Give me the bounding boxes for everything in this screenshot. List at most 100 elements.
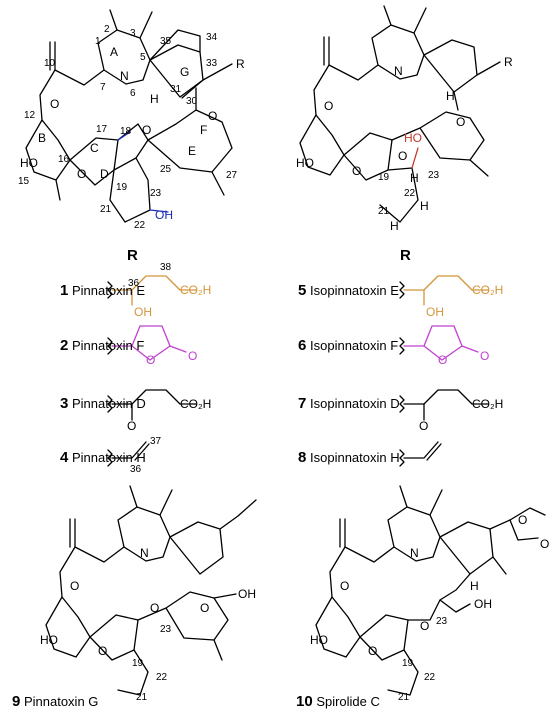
ring-B-label: B [38,131,46,145]
atom-number-3: 3 [130,28,136,39]
R-group-6 [399,325,479,361]
ring-E-label: E [188,144,196,158]
atom-number-22: 22 [156,672,168,683]
compound-7-number: 7 [298,395,306,412]
atom-number-22: 22 [134,220,146,231]
compound-3-name: Pinnatoxin D [72,396,146,411]
ring-F-label: F [200,123,207,137]
atom-number-35: 35 [160,36,172,47]
atom-HO: HO [20,156,38,170]
R-header-left: R [127,247,138,264]
atom-O: O [127,419,136,433]
atom-number-27: 27 [226,170,238,181]
atom-N: N [410,546,419,560]
R-group-label: R [504,55,513,69]
ring-D-label: D [100,167,109,181]
atom-number-25: 25 [160,164,172,175]
atom-O: O [398,149,407,163]
atom-N: N [120,69,129,83]
compound-2-number: 2 [60,337,68,354]
atom-HO: HO [40,633,58,647]
atom-number-23: 23 [160,624,172,635]
atom-number-19: 19 [402,658,414,669]
pinnatoxin-core-structure [25,9,233,223]
atom-number-23: 23 [436,616,448,627]
atom-number-36: 36 [130,464,142,475]
spirolide-C-structure [315,485,546,696]
atom-number-23: 23 [150,188,162,199]
R-group-4 [107,441,150,467]
R-group-label: R [236,57,245,71]
compound-2-name: Pinnatoxin F [72,338,144,353]
atom-O: O [352,164,361,178]
atom-OH: OH [474,597,492,611]
R-group-3 [107,389,197,421]
pinnatoxin-G-structure [45,485,257,696]
atom-O: O [188,349,197,363]
compound-1-name: Pinnatoxin E [72,283,145,298]
atom-O: O [456,115,465,129]
atom-OH: OH [155,208,173,222]
atom-number-21: 21 [100,204,112,215]
atom-number-30: 30 [186,96,198,107]
atom-number-10: 10 [44,58,56,69]
atom-O: O [146,353,155,367]
atom-number-21: 21 [398,692,410,703]
atom-HO: HO [310,633,328,647]
atom-number-5: 5 [140,52,146,63]
R-header-right: R [400,247,411,264]
ring-A-label: A [110,45,118,59]
atom-CO2H: CO₂H [472,397,503,411]
atom-number-19: 19 [378,172,390,183]
atom-OH: OH [134,305,152,319]
atom-number-33: 33 [206,58,218,69]
atom-CO2H: CO₂H [180,397,211,411]
atom-number-21: 21 [378,206,390,217]
atom-number-6: 6 [130,88,136,99]
atom-number-2: 2 [104,24,110,35]
atom-number-34: 34 [206,32,218,43]
atom-H: H [420,199,429,213]
compound-6-number: 6 [298,337,306,354]
atom-number-17: 17 [96,124,108,135]
atom-number-31: 31 [170,84,182,95]
atom-O: O [368,644,377,658]
atom-O: O [324,99,333,113]
compound-9-label: 9 Pinnatoxin G [12,693,98,709]
atom-N: N [140,546,149,560]
compound-7-name: Isopinnatoxin D [310,396,400,411]
isopinnatoxin-core-structure [299,5,501,223]
compound-8-name: Isopinnatoxin H [310,450,400,465]
atom-O: O [540,537,549,551]
atom-number-1: 1 [95,36,101,47]
atom-OH: OH [238,587,256,601]
atom-O: O [77,167,86,181]
atom-O: O [419,419,428,433]
atom-number-21: 21 [136,692,148,703]
R-group-2 [107,325,187,361]
atom-O: O [208,109,217,123]
atom-number-19: 19 [116,182,128,193]
compound-1-number: 1 [60,282,68,299]
atom-number-36: 36 [128,278,140,289]
atom-number-37: 37 [150,436,162,447]
atom-number-12: 12 [24,110,36,121]
atom-O: O [150,601,159,615]
atom-H: H [390,219,399,233]
atom-O: O [480,349,489,363]
atom-number-19: 19 [132,658,144,669]
compound-5-number: 5 [298,282,306,299]
atom-H: H [410,171,419,185]
atom-number-18: 18 [120,126,132,137]
ring-G-label: G [180,65,189,79]
atom-O: O [200,601,209,615]
atom-O: O [438,353,447,367]
atom-O: O [70,579,79,593]
compound-6-name: Isopinnatoxin F [310,338,398,353]
atom-O: O [50,97,59,111]
compound-4-name: Pinnatoxin H [72,450,146,465]
atom-number-16: 16 [58,154,70,165]
atom-H: H [470,579,479,593]
atom-O: O [98,644,107,658]
